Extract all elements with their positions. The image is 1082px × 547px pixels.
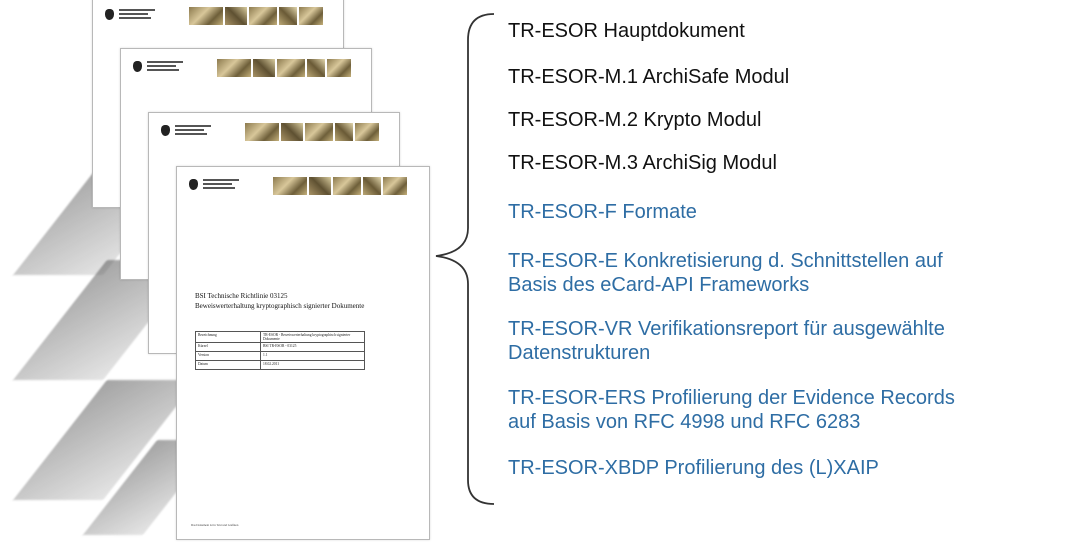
module-item: TR-ESOR Hauptdokument bbox=[508, 20, 745, 42]
table-value: BSI TR-ESOR - 03125 bbox=[260, 342, 365, 352]
module-item: TR-ESOR-XBDP Profilierung des (L)XAIP bbox=[508, 457, 879, 479]
bsi-logo-text bbox=[147, 61, 183, 73]
header-collage-image bbox=[273, 177, 407, 195]
document-title-line-1: BSI Technische Richtlinie 03125 bbox=[195, 292, 288, 300]
table-value: 18.02.2011 bbox=[260, 360, 365, 370]
federal-eagle-icon bbox=[133, 61, 142, 72]
module-item: TR-ESOR-F Formate bbox=[508, 201, 697, 223]
module-item: TR-ESOR-E Konkretisierung d. Schnittstel… bbox=[508, 249, 943, 297]
document-page-front: BSI Technische Richtlinie 03125 Beweiswe… bbox=[176, 166, 430, 540]
module-item: TR-ESOR-M.2 Krypto Modul bbox=[508, 109, 762, 131]
module-item-line-2: Datenstrukturen bbox=[508, 342, 651, 364]
module-item: TR-ESOR-M.3 ArchiSig Modul bbox=[508, 152, 777, 174]
table-key: Bezeichnung bbox=[195, 331, 261, 343]
document-footer: Das Dokument ist in Text und Grafiken bbox=[191, 523, 239, 527]
header-collage-image bbox=[217, 59, 351, 77]
table-row: Kürzel BSI TR-ESOR - 03125 bbox=[195, 342, 365, 352]
module-item: TR-ESOR-ERS Profilierung der Evidence Re… bbox=[508, 386, 955, 434]
bsi-logo-text bbox=[203, 179, 239, 191]
table-key: Datum bbox=[195, 360, 261, 370]
header-collage-image bbox=[245, 123, 379, 141]
federal-eagle-icon bbox=[105, 9, 114, 20]
document-title: BSI Technische Richtlinie 03125 Beweiswe… bbox=[195, 291, 364, 311]
curly-brace bbox=[435, 13, 495, 505]
table-key: Version bbox=[195, 351, 261, 361]
module-item: TR-ESOR-VR Verifikationsreport für ausge… bbox=[508, 317, 945, 365]
module-item-line-2: Basis des eCard-API Frameworks bbox=[508, 274, 810, 296]
module-item: TR-ESOR-M.1 ArchiSafe Modul bbox=[508, 66, 790, 88]
header-collage-image bbox=[189, 7, 323, 25]
bsi-logo-text bbox=[119, 9, 155, 21]
table-row: Bezeichnung TR-ESOR - Beweiswerterhaltun… bbox=[195, 331, 365, 343]
module-item-line-2: auf Basis von RFC 4998 und RFC 6283 bbox=[508, 411, 861, 433]
module-item-line-1: TR-ESOR-ERS Profilierung der Evidence Re… bbox=[508, 387, 955, 409]
table-row: Datum 18.02.2011 bbox=[195, 360, 365, 370]
federal-eagle-icon bbox=[161, 125, 170, 136]
table-key: Kürzel bbox=[195, 342, 261, 352]
table-row: Version 1.1 bbox=[195, 351, 365, 361]
federal-eagle-icon bbox=[189, 179, 198, 190]
module-item-line-1: TR-ESOR-VR Verifikationsreport für ausge… bbox=[508, 318, 945, 340]
document-info-table: Bezeichnung TR-ESOR - Beweiswerterhaltun… bbox=[195, 331, 365, 370]
table-value: 1.1 bbox=[260, 351, 365, 361]
bsi-logo-text bbox=[175, 125, 211, 137]
module-item-line-1: TR-ESOR-E Konkretisierung d. Schnittstel… bbox=[508, 250, 943, 272]
table-value: TR-ESOR - Beweiswerterhaltung kryptograp… bbox=[260, 331, 365, 343]
document-title-line-2: Beweiswerterhaltung kryptographisch sign… bbox=[195, 302, 365, 310]
